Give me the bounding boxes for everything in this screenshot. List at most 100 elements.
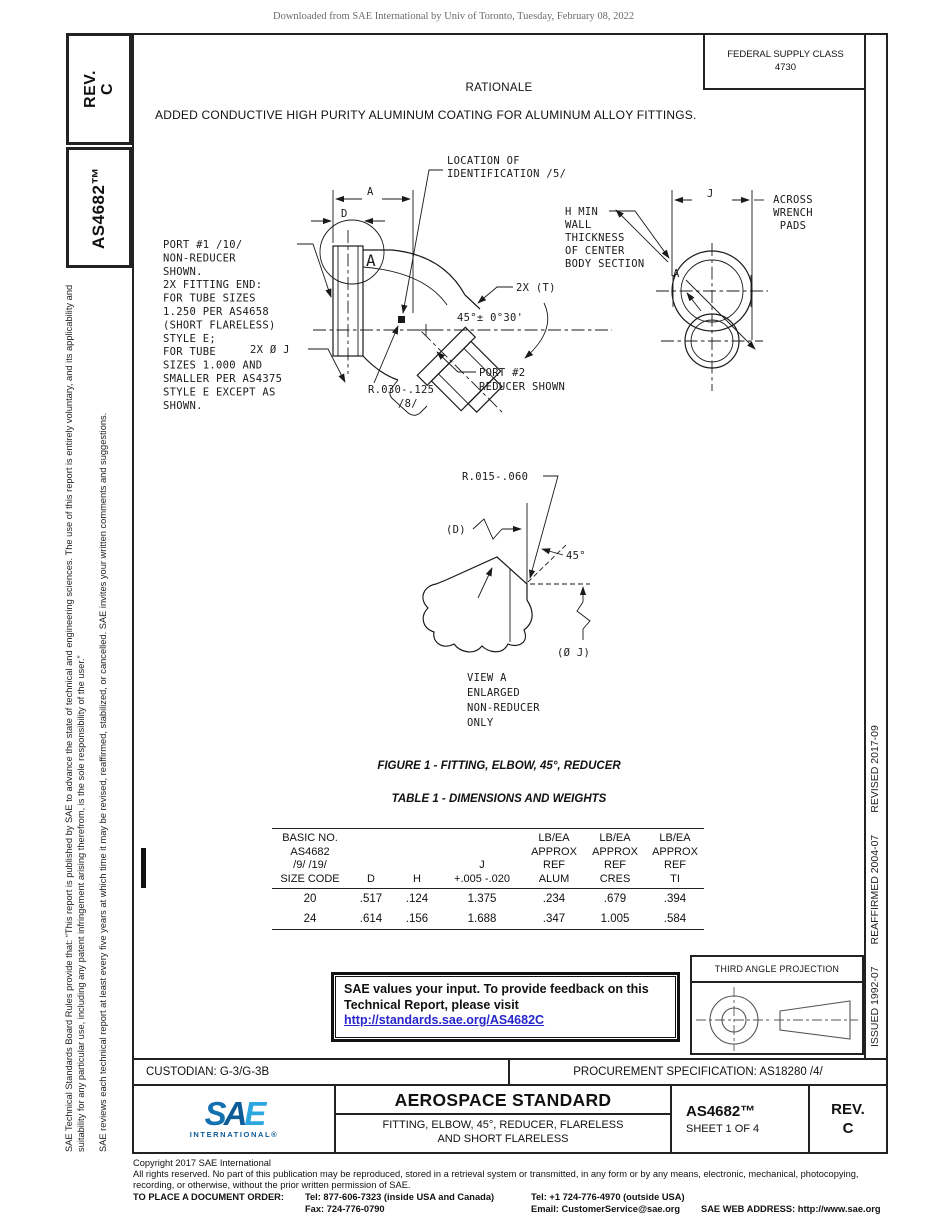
title-block: SAE INTERNATIONAL® AEROSPACE STANDARD FI… bbox=[132, 1086, 888, 1154]
port2-body bbox=[416, 326, 504, 414]
rev-cell-label: REV. bbox=[831, 1101, 865, 1118]
dia-j-callout: 2X Ø J bbox=[250, 344, 290, 356]
download-note: Downloaded from SAE International by Uni… bbox=[273, 11, 635, 22]
table-caption: TABLE 1 - DIMENSIONS AND WEIGHTS bbox=[391, 793, 607, 805]
svg-text:FOR TUBE SIZES: FOR TUBE SIZES bbox=[163, 293, 256, 305]
col-header-size-code: BASIC NO.AS4682 /9/ /19/SIZE CODE bbox=[280, 832, 340, 885]
viewa-radius-callout: R.015-.060 bbox=[462, 471, 528, 483]
viewa-angle: 45° bbox=[566, 550, 586, 562]
port1-body bbox=[332, 245, 364, 357]
svg-text:NON-REDUCER: NON-REDUCER bbox=[467, 702, 540, 714]
rev-box: REV. C bbox=[66, 33, 132, 145]
svg-text:SHOWN.: SHOWN. bbox=[163, 400, 203, 412]
email: Email: CustomerService@sae.org bbox=[531, 1204, 681, 1214]
detail-a-marker: A bbox=[366, 251, 376, 270]
identification-mark bbox=[398, 316, 405, 323]
svg-text:BODY SECTION: BODY SECTION bbox=[565, 258, 644, 270]
custodian-cell: CUSTODIAN: G-3/G-3B bbox=[134, 1060, 510, 1084]
projection-symbol-icon bbox=[696, 987, 858, 1051]
svg-text:PADS: PADS bbox=[780, 220, 807, 232]
svg-text:WALL: WALL bbox=[565, 219, 592, 231]
history-column-divider bbox=[864, 33, 866, 1058]
title-divider bbox=[336, 1113, 670, 1115]
viewa-d-ref: (D) bbox=[446, 524, 466, 536]
document-title-line1: FITTING, ELBOW, 45°, REDUCER, FLARELESS bbox=[382, 1118, 624, 1131]
svg-text:WRENCH: WRENCH bbox=[773, 207, 813, 219]
rationale-title: RATIONALE bbox=[465, 82, 533, 94]
rights-line1: All rights reserved. No part of this pub… bbox=[133, 1169, 859, 1179]
col-header-d: D bbox=[367, 872, 375, 885]
fsc-value: 4730 bbox=[774, 61, 797, 73]
rights-line2: recording, or otherwise, without the pri… bbox=[133, 1180, 411, 1190]
revision-history-vertical: ISSUED 1992-07 REAFFIRMED 2004-07 REVISE… bbox=[869, 725, 881, 1047]
port1-note: PORT #1 /10/ NON-REDUCER SHOWN. 2X FITTI… bbox=[163, 239, 282, 412]
revision-change-bar bbox=[141, 848, 146, 888]
table-header-row: BASIC NO.AS4682 /9/ /19/SIZE CODE D H J+… bbox=[272, 829, 704, 889]
svg-text:PORT #1 /10/: PORT #1 /10/ bbox=[163, 239, 242, 251]
port2-note-line2: REDUCER SHOWN bbox=[479, 381, 565, 393]
svg-text:NON-REDUCER: NON-REDUCER bbox=[163, 252, 236, 264]
svg-text:SIZES 1.000 AND: SIZES 1.000 AND bbox=[163, 360, 262, 372]
rev-cell-value: C bbox=[842, 1120, 854, 1137]
feedback-line1: SAE values your input. To provide feedba… bbox=[344, 982, 649, 996]
location-note-line2: IDENTIFICATION /5/ bbox=[447, 168, 566, 180]
angle-callout: 45°± 0°30' bbox=[457, 312, 523, 324]
elbow-outer-profile bbox=[363, 249, 481, 310]
port2-note-line1: PORT #2 bbox=[479, 367, 525, 379]
location-note-line1: LOCATION OF bbox=[447, 155, 520, 167]
svg-text:(SHORT FLARELESS): (SHORT FLARELESS) bbox=[163, 319, 276, 331]
issued-date: ISSUED 1992-07 bbox=[869, 966, 881, 1047]
detail-a-circle bbox=[319, 219, 385, 285]
projection-title: THIRD ANGLE PROJECTION bbox=[692, 957, 862, 983]
dim-a-diagonal: A bbox=[673, 268, 680, 280]
sae-logo: SAE INTERNATIONAL® bbox=[134, 1086, 336, 1152]
order-label: TO PLACE A DOCUMENT ORDER: bbox=[133, 1192, 284, 1202]
svg-text:FOR TUBE: FOR TUBE bbox=[163, 346, 216, 358]
figure-caption: FIGURE 1 - FITTING, ELBOW, 45°, REDUCER bbox=[377, 760, 621, 772]
rationale-text: ADDED CONDUCTIVE HIGH PURITY ALUMINUM CO… bbox=[155, 108, 697, 122]
wrench-pads-note: ACROSS WRENCH PADS bbox=[773, 194, 813, 232]
svg-text:ONLY: ONLY bbox=[467, 717, 494, 729]
doc-number-box: AS4682™ bbox=[66, 147, 132, 268]
t-callout: 2X (T) bbox=[516, 282, 556, 294]
view-a-fragment bbox=[422, 556, 533, 653]
sheet-number: SHEET 1 OF 4 bbox=[686, 1123, 760, 1135]
wall-thickness-note: H MIN WALL THICKNESS OF CENTER BODY SECT… bbox=[565, 206, 644, 270]
custodian-row: CUSTODIAN: G-3/G-3B PROCUREMENT SPECIFIC… bbox=[132, 1058, 888, 1086]
tel-outside: Tel: +1 724-776-4970 (outside USA) bbox=[531, 1192, 685, 1202]
svg-text:ENLARGED: ENLARGED bbox=[467, 687, 520, 699]
rev-cell: REV. C bbox=[810, 1086, 886, 1152]
radius-flag: /8/ bbox=[398, 398, 418, 410]
svg-text:THICKNESS: THICKNESS bbox=[565, 232, 625, 244]
third-angle-projection-box: THIRD ANGLE PROJECTION bbox=[690, 955, 864, 1055]
svg-text:STYLE E EXCEPT AS: STYLE E EXCEPT AS bbox=[163, 386, 276, 398]
procurement-cell: PROCUREMENT SPECIFICATION: AS18280 /4/ bbox=[573, 1066, 823, 1078]
figure-1-drawing: A LOCATION OF IDENTIFICATION /5/ A D A 2… bbox=[163, 155, 813, 729]
svg-text:STYLE E;: STYLE E; bbox=[163, 333, 216, 345]
svg-text:SMALLER PER AS4375: SMALLER PER AS4375 bbox=[163, 373, 282, 385]
dimensions-table: BASIC NO.AS4682 /9/ /19/SIZE CODE D H J+… bbox=[272, 828, 704, 930]
col-header-h: H bbox=[413, 872, 421, 885]
reaffirmed-date: REAFFIRMED 2004-07 bbox=[869, 834, 881, 945]
radius-callout: R.030-.125 bbox=[368, 384, 434, 396]
feedback-box: SAE values your input. To provide feedba… bbox=[331, 972, 680, 1042]
view-a-caption: VIEW A ENLARGED NON-REDUCER ONLY bbox=[467, 672, 540, 729]
sae-logo-subtitle: INTERNATIONAL® bbox=[189, 1130, 279, 1139]
col-header-j: J+.005 -.020 bbox=[454, 859, 510, 885]
fsc-label: FEDERAL SUPPLY CLASS bbox=[727, 48, 844, 60]
document-title-line2: AND SHORT FLARELESS bbox=[437, 1132, 569, 1145]
dim-j: J bbox=[707, 188, 714, 200]
fax: Fax: 724-776-0790 bbox=[305, 1204, 385, 1214]
feedback-link[interactable]: http://standards.sae.org/AS4682C bbox=[344, 1013, 545, 1027]
svg-text:OF CENTER: OF CENTER bbox=[565, 245, 625, 257]
tel-inside: Tel: 877-606-7323 (inside USA and Canada… bbox=[305, 1192, 495, 1202]
doc-number: AS4682™ bbox=[686, 1103, 756, 1120]
svg-text:ACROSS: ACROSS bbox=[773, 194, 813, 206]
svg-text:1.250 PER AS4658: 1.250 PER AS4658 bbox=[163, 306, 269, 318]
svg-text:2X FITTING END:: 2X FITTING END: bbox=[163, 279, 262, 291]
